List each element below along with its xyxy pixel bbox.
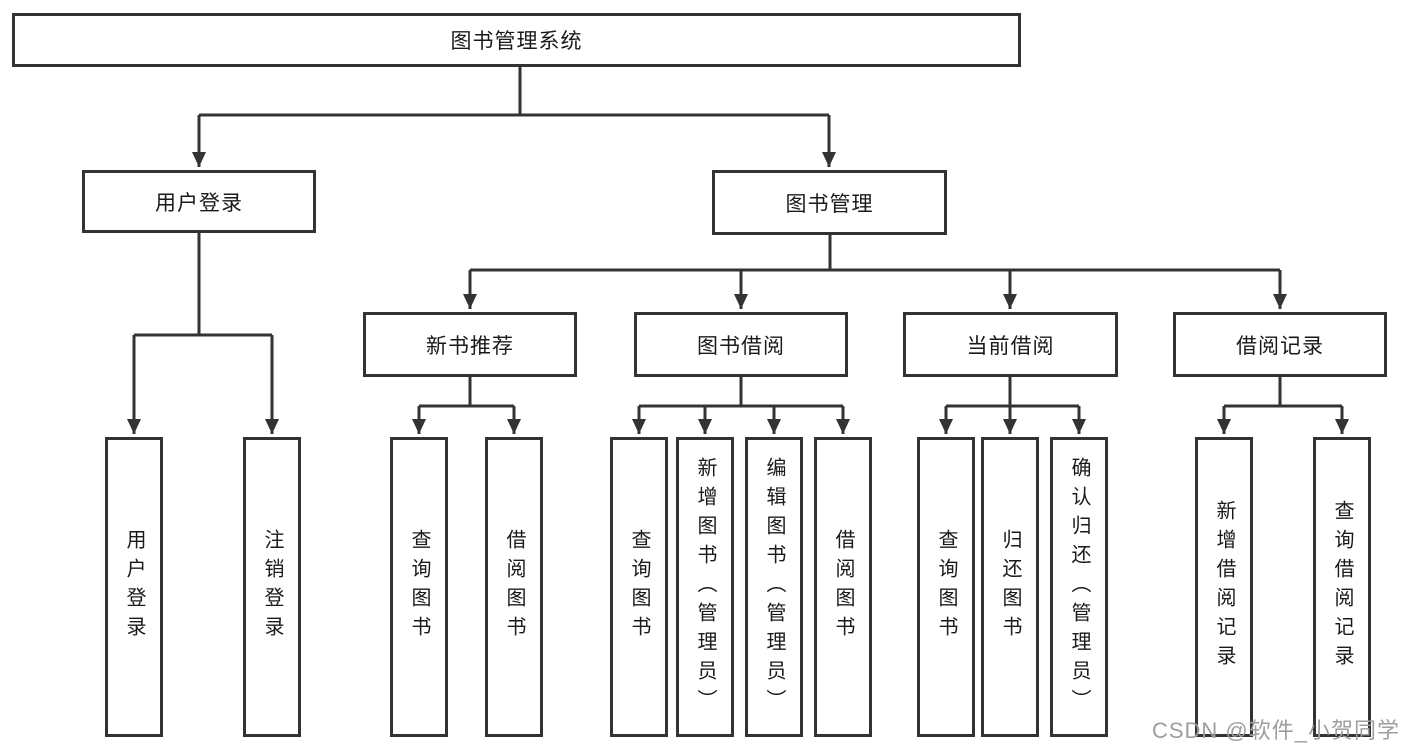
leaf-add-borrow-record: 新增借阅记录	[1195, 437, 1253, 737]
node-label: 用户登录	[155, 191, 243, 215]
node-new-book-recommend: 新书推荐	[363, 312, 577, 377]
node-label: 图书管理	[785, 192, 874, 216]
leaf-borrow-book-recommend: 借阅图书	[485, 437, 543, 737]
leaf-query-book-borrow: 查询图书	[610, 437, 668, 737]
node-label: 新增借阅记录	[1213, 500, 1235, 674]
leaf-logout: 注销登录	[243, 437, 301, 737]
leaf-query-book-recommend: 查询图书	[390, 437, 448, 737]
node-label: 用户登录	[123, 529, 145, 645]
node-label: 借阅图书	[503, 529, 525, 645]
node-library-system: 图书管理系统	[12, 13, 1021, 67]
leaf-query-borrow-record: 查询借阅记录	[1313, 437, 1371, 737]
node-user-login: 用户登录	[82, 170, 316, 233]
node-book-management: 图书管理	[712, 170, 947, 235]
node-label: 新增图书（管理员）	[694, 456, 716, 718]
node-label: 编辑图书（管理员）	[763, 456, 785, 718]
node-label: 注销登录	[261, 529, 283, 645]
leaf-confirm-return-admin: 确认归还（管理员）	[1050, 437, 1108, 737]
node-label: 查询图书	[935, 529, 957, 645]
leaf-add-book-admin: 新增图书（管理员）	[676, 437, 734, 737]
node-label: 查询借阅记录	[1331, 500, 1353, 674]
leaf-user-login: 用户登录	[105, 437, 163, 737]
node-book-borrow: 图书借阅	[634, 312, 848, 377]
node-label: 图书管理系统	[450, 30, 583, 53]
node-label: 查询图书	[628, 529, 650, 645]
node-label: 归还图书	[999, 529, 1021, 645]
leaf-borrow-book: 借阅图书	[814, 437, 872, 737]
node-label: 查询图书	[408, 529, 430, 645]
node-label: 借阅记录	[1236, 334, 1324, 358]
leaf-edit-book-admin: 编辑图书（管理员）	[745, 437, 803, 737]
node-borrow-record: 借阅记录	[1173, 312, 1387, 377]
node-label: 确认归还（管理员）	[1068, 456, 1090, 718]
leaf-return-book: 归还图书	[981, 437, 1039, 737]
node-current-borrow: 当前借阅	[903, 312, 1118, 377]
node-label: 新书推荐	[426, 334, 514, 358]
node-label: 借阅图书	[832, 529, 854, 645]
node-label: 当前借阅	[966, 334, 1055, 358]
csdn-watermark: CSDN @软件_小贺同学	[1151, 718, 1400, 743]
leaf-query-book-current: 查询图书	[917, 437, 975, 737]
node-label: 图书借阅	[697, 334, 785, 358]
